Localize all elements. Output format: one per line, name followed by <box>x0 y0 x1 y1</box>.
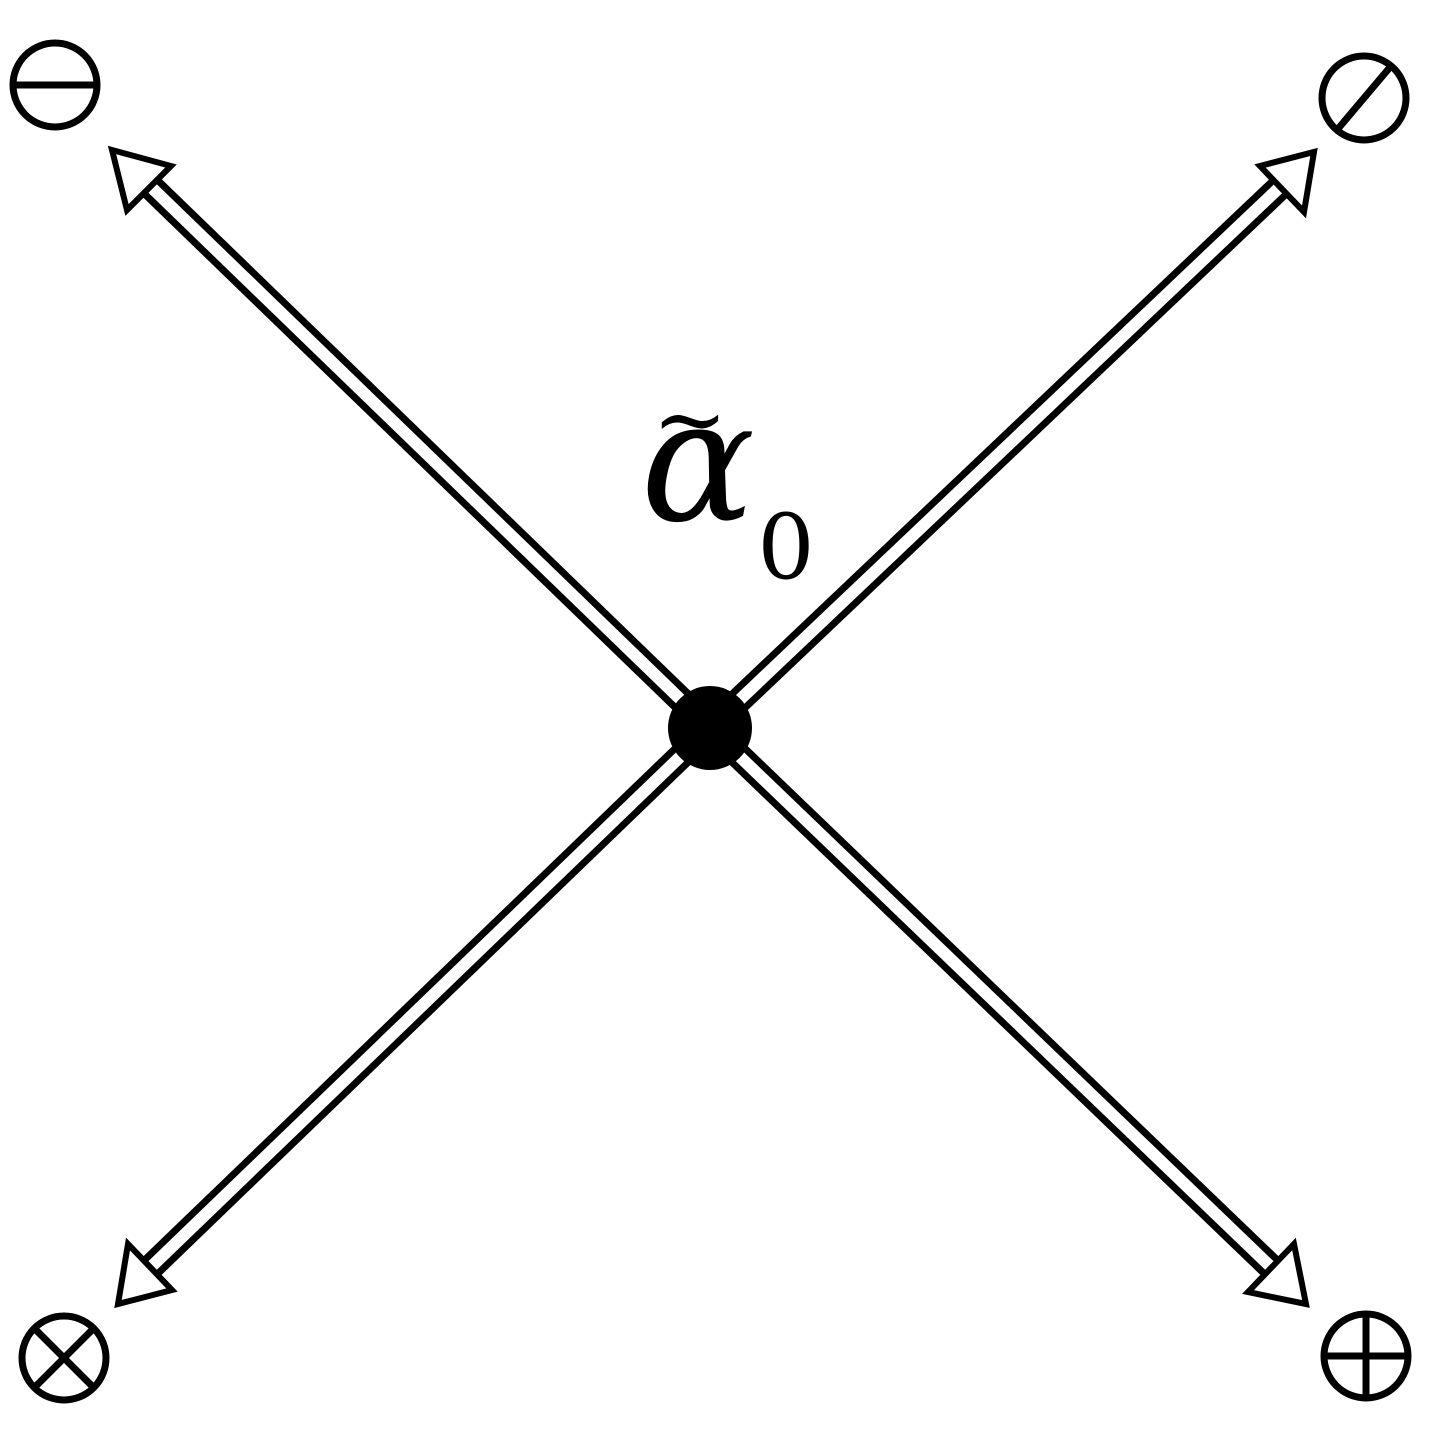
center-label: ~ α 0 <box>641 363 815 600</box>
circled-slash-icon <box>1318 52 1410 144</box>
circled-minus-icon <box>9 39 101 131</box>
arrow-up-left <box>107 145 720 738</box>
circled-times-icon <box>18 1312 110 1404</box>
circled-plus-icon <box>1320 1310 1412 1402</box>
center-node <box>668 686 752 770</box>
arrow-up-right <box>701 147 1318 738</box>
arrow-down-right <box>700 718 1310 1308</box>
arrow-down-left <box>114 718 720 1309</box>
alpha-tilde-mark: ~ <box>652 367 727 472</box>
alpha-symbol: α <box>641 363 756 561</box>
alpha-subscript: 0 <box>757 495 814 600</box>
